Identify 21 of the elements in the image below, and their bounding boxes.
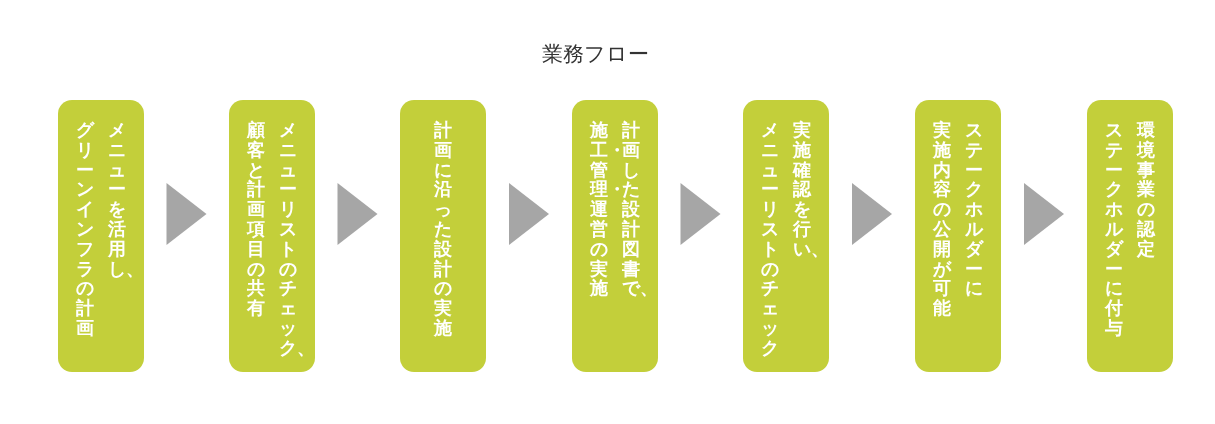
step-text: メニューを活用し、グリーンインフラの計画 [75, 120, 144, 338]
step-text: 計画に沿った設計の実施 [433, 120, 453, 338]
process-box [229, 100, 315, 372]
process-box [58, 100, 144, 372]
process-box [572, 100, 658, 372]
process-box [915, 100, 1001, 372]
diagram-title: 業務フロー [540, 41, 650, 68]
step-text: メニューリストのチェック、顧客と計画項目の共有 [245, 120, 315, 358]
arrow [337, 183, 378, 245]
arrow [1024, 183, 1064, 245]
arrow [852, 183, 892, 245]
step-text: 環境事業の認定ステークホルダーに付与 [1103, 120, 1157, 338]
arrow [166, 183, 207, 245]
arrow [509, 183, 549, 245]
process-box [1087, 100, 1173, 372]
process-box [743, 100, 829, 372]
process-box [400, 100, 486, 372]
step-text: ステークホルダーに実施内容の公開が可能 [932, 120, 985, 318]
arrow [680, 183, 721, 245]
step-text: 計画した設計図書で、施工・管理・運営の実施 [588, 120, 658, 299]
step-text: 実施確認を行い、メニューリストのチェック [760, 120, 829, 358]
